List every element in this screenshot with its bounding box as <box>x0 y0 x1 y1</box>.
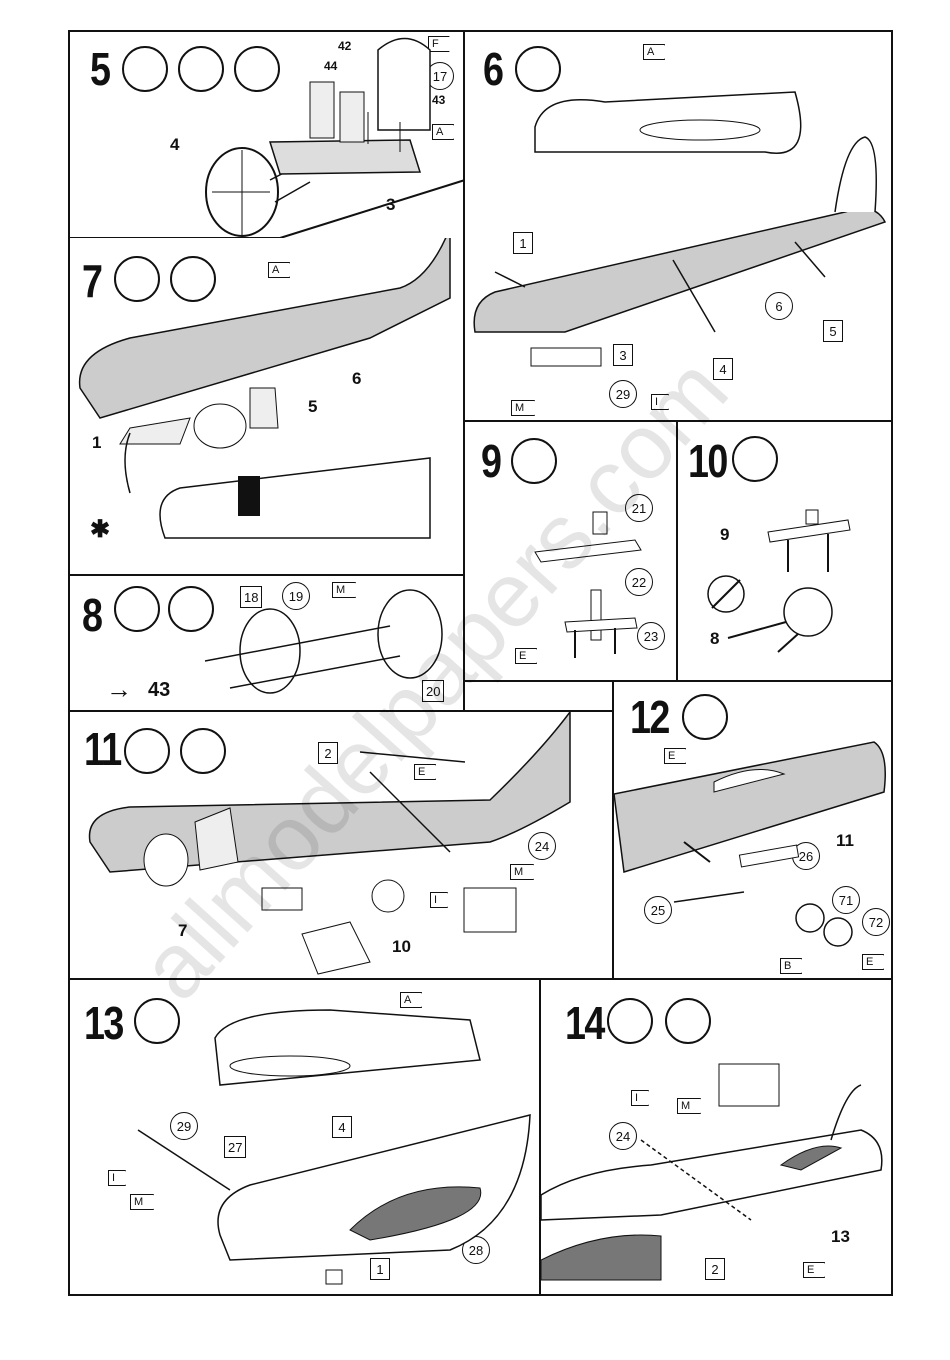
step-9-drawing <box>465 422 678 682</box>
step-14-drawing <box>541 980 893 1296</box>
step-14-panel: 14 I M 24 13 E 2 <box>539 978 893 1296</box>
step-13-panel: 13 A 29 27 4 I M 28 1 <box>68 978 541 1296</box>
step-7-drawing <box>70 238 465 576</box>
step-8-panel: 8 18 19 M 20 → 43 <box>68 574 465 712</box>
step-7-panel: 7 A 1 5 6 ✱ <box>68 238 465 576</box>
step-5-panel: 5 4 3 42 44 43 17 F A <box>68 30 465 238</box>
step-10-panel: 10 9 8 <box>676 420 893 682</box>
step-9-panel: 9 21 22 23 E <box>463 420 678 682</box>
step-5-drawing <box>70 32 465 238</box>
step-11-drawing <box>70 712 614 980</box>
step-6-panel: 6 A 1 3 4 5 6 29 M I <box>463 30 893 422</box>
step-8-drawing <box>70 576 465 712</box>
step-12-drawing <box>614 682 893 980</box>
step-10-drawing <box>678 422 893 682</box>
step-12-panel: 12 E 11 26 25 71 72 B E <box>612 680 893 980</box>
step-13-drawing <box>70 980 541 1296</box>
step-6-drawing <box>465 32 893 422</box>
step-11-panel: 11 2 E 24 M I 7 10 <box>68 710 614 980</box>
